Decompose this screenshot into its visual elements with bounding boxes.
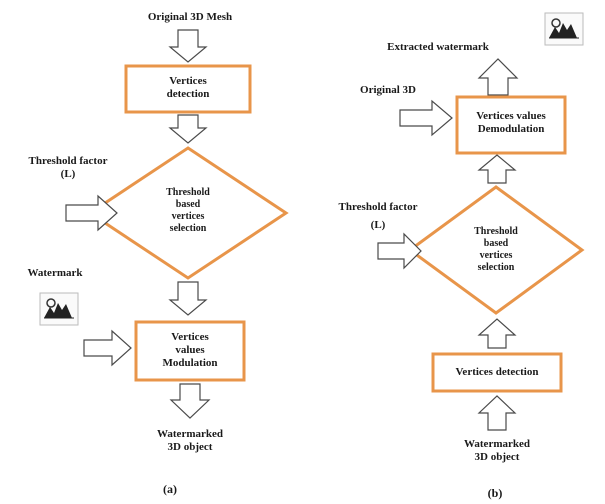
arrow-b-input xyxy=(477,395,517,431)
box1-line1-a: Vertices xyxy=(169,75,207,87)
label-original-3d-b: Original 3D xyxy=(360,84,416,96)
diamond-line1-b: Threshold xyxy=(474,226,518,237)
diamond-threshold-b xyxy=(407,185,585,315)
diamond-text-a: Threshold based vertices selection xyxy=(148,187,228,235)
detect-text-b: Vertices detection xyxy=(455,366,539,378)
arrow-a-box1-diamond xyxy=(168,114,208,144)
diamond-line1-a: Threshold xyxy=(166,187,210,198)
arrow-a-input xyxy=(168,29,208,63)
box1-line2-a: detection xyxy=(166,88,210,100)
box2-line3-a: Modulation xyxy=(162,357,218,369)
label-original-3d-mesh: Original 3D Mesh xyxy=(147,11,233,23)
box-vertices-detection-b xyxy=(431,352,563,393)
input-line1-b: Watermarked xyxy=(464,438,530,450)
input-line2-b: 3D object xyxy=(474,451,520,463)
diamond-threshold-a xyxy=(87,146,289,280)
demod-text-b: Vertices values Demodulation xyxy=(457,110,565,136)
label-threshold-factor-a: Threshold factor (L) xyxy=(8,155,128,181)
box-vertices-modulation-a xyxy=(134,320,246,382)
arrow-a-threshold xyxy=(65,194,118,232)
demod-line2-b: Demodulation xyxy=(477,123,545,135)
threshold-line2-a: (L) xyxy=(60,168,76,180)
arrow-b-diamond-demod xyxy=(477,154,517,184)
diamond-line2-a: based xyxy=(175,199,201,210)
label-watermarked-output-a: Watermarked 3D object xyxy=(130,428,250,454)
box-vertices-detection-a xyxy=(124,64,252,114)
label-extracted-watermark: Extracted watermark xyxy=(387,41,489,53)
demod-line1-b: Vertices values xyxy=(476,110,546,122)
watermark-image-b xyxy=(544,12,584,46)
diamond-line4-b: selection xyxy=(477,262,515,273)
diamond-line3-a: vertices xyxy=(171,211,205,222)
diamond-line4-a: selection xyxy=(169,223,207,234)
threshold-line1-a: Threshold factor xyxy=(28,155,108,167)
box2-line2-a: values xyxy=(175,344,205,356)
label-watermark-a: Watermark xyxy=(27,267,83,279)
arrow-b-threshold xyxy=(377,232,422,270)
threshold-line2-b: (L) xyxy=(370,219,386,231)
arrow-a-output xyxy=(169,383,211,419)
arrow-b-detect-diamond xyxy=(477,318,517,349)
caption-a: (a) xyxy=(163,482,177,496)
arrow-a-diamond-box2 xyxy=(168,281,208,316)
diamond-text-b: Threshold based vertices selection xyxy=(456,226,536,274)
threshold-line1-b: Threshold factor xyxy=(338,201,418,213)
arrow-b-output xyxy=(477,58,519,96)
diamond-line3-b: vertices xyxy=(479,250,513,261)
watermark-image-a xyxy=(39,292,79,326)
output-line1-a: Watermarked xyxy=(157,428,223,440)
arrow-a-watermark xyxy=(83,329,132,367)
output-line2-a: 3D object xyxy=(167,441,213,453)
box-vertices-demodulation-b xyxy=(455,95,567,155)
diamond-line2-b: based xyxy=(483,238,509,249)
box1-text-a: Vertices detection xyxy=(126,75,250,101)
label-watermarked-input-b: Watermarked 3D object xyxy=(437,438,557,464)
box2-line1-a: Vertices xyxy=(171,331,209,343)
caption-b: (b) xyxy=(487,486,503,500)
box2-text-a: Vertices values Modulation xyxy=(136,331,244,370)
arrow-b-original xyxy=(399,99,453,137)
label-threshold-factor-b: Threshold factor (L) xyxy=(318,201,438,232)
